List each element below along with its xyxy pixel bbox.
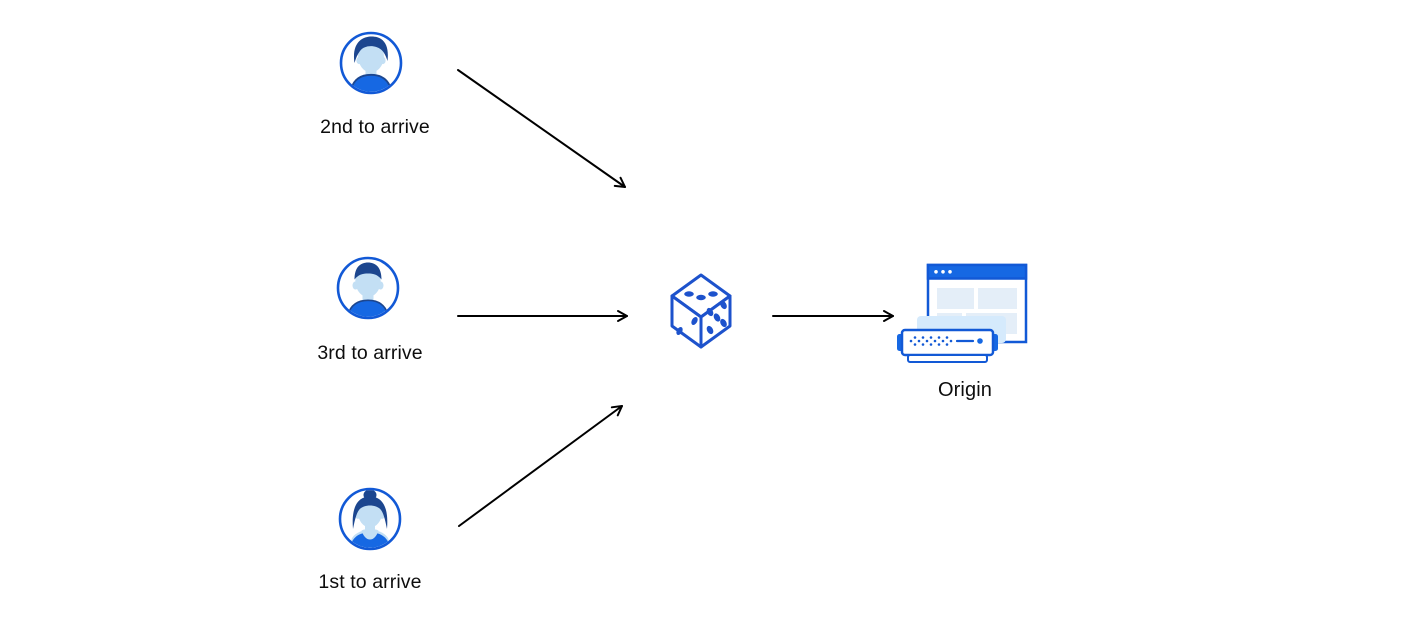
client-1st-label: 1st to arrive xyxy=(318,571,422,593)
user-avatar-woman-bun-icon xyxy=(338,487,402,551)
origin-label: Origin xyxy=(938,379,992,401)
client-3rd-label: 3rd to arrive xyxy=(317,342,423,364)
client-2nd-label: 2nd to arrive xyxy=(320,116,430,138)
arrow-client1st-to-dice xyxy=(458,405,623,527)
node-origin xyxy=(894,256,1028,373)
origin-server-icon xyxy=(897,263,1028,363)
arrow-client2nd-to-dice xyxy=(457,69,626,188)
node-dice xyxy=(668,272,734,355)
user-avatar-man-crew-icon xyxy=(336,256,400,320)
user-avatar-man-quiff-icon xyxy=(339,31,403,95)
node-client-1st xyxy=(338,487,402,556)
dice-icon xyxy=(670,273,732,349)
node-client-3rd xyxy=(336,256,400,325)
node-client-2nd xyxy=(339,31,403,100)
